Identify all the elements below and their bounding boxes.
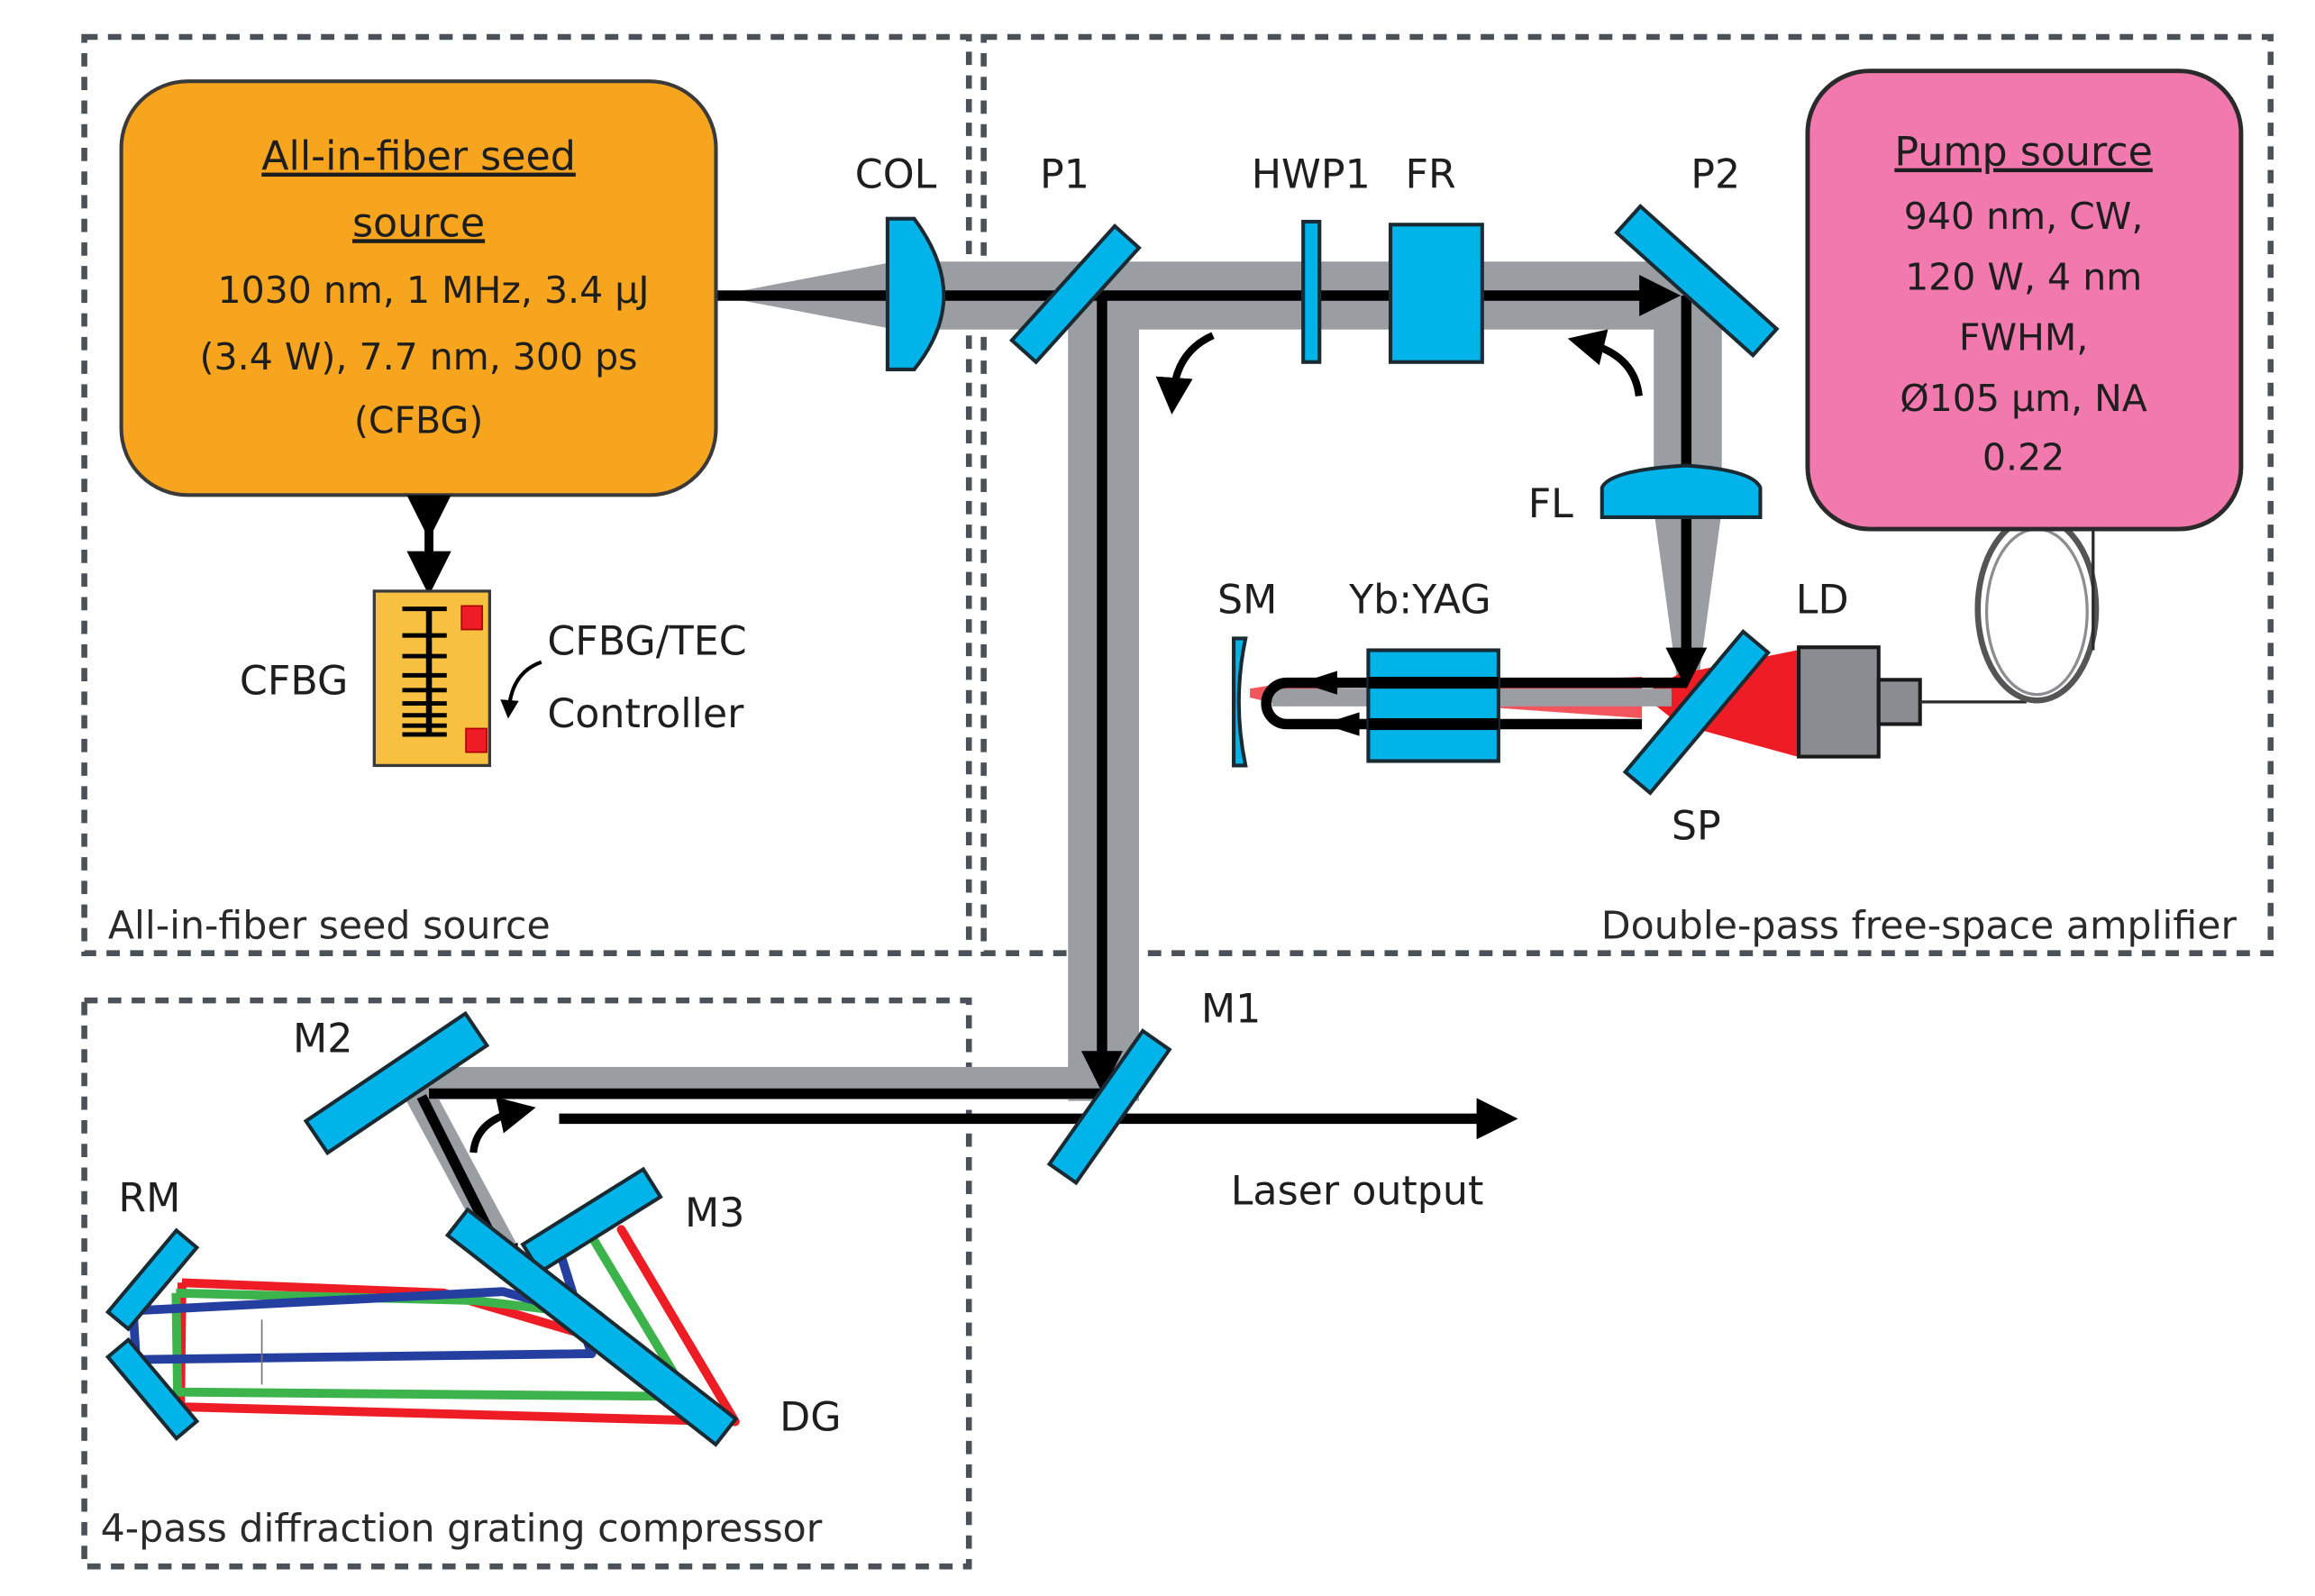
m1-label: M1: [1201, 987, 1261, 1033]
ybyag-crystal: [1366, 648, 1500, 763]
ybyag-label: Yb:YAG: [1348, 578, 1491, 624]
polarizer-p2: [1614, 204, 1780, 359]
cfbg-controller-label-1: CFBG/TEC: [547, 618, 746, 664]
compressor-beams: [128, 1225, 740, 1427]
rm-label: RM: [118, 1176, 180, 1222]
polarization-arrow-3: [469, 1097, 536, 1154]
seed-title-line1: All-in-fiber seed: [261, 134, 576, 180]
seed-spec-line1: 1030 nm, 1 MHz, 3.4 µJ: [218, 269, 650, 312]
polarization-arrow-2: [1567, 329, 1643, 397]
laser-output-label: Laser output: [1231, 1168, 1484, 1214]
controller-pointer-arrow: [500, 660, 542, 719]
focusing-lens: [1600, 463, 1763, 519]
fr-label: FR: [1405, 151, 1455, 197]
seed-title-line2: source: [352, 200, 485, 246]
amplifier-section-frame: [980, 33, 2274, 956]
half-wave-plate: [1301, 219, 1322, 364]
cfbg-label: CFBG: [240, 659, 348, 705]
seed-spec-line2: (3.4 W), 7.7 nm, 300 ps: [200, 335, 638, 378]
green-wavelength-path: [171, 1236, 693, 1401]
p1-label: P1: [1040, 151, 1089, 197]
pump-source-box: [1805, 68, 2244, 532]
seed-spec-line3: (CFBG): [354, 398, 483, 442]
pump-spec-line1: 940 nm, CW,: [1904, 195, 2144, 238]
loop-arrow-right: [1322, 712, 1360, 736]
pump-title: Pump source: [1894, 130, 2153, 176]
spherical-mirror: [1231, 636, 1248, 768]
mirror-m2: [303, 1010, 490, 1156]
seed-section-label: All-in-fiber seed source: [108, 903, 551, 948]
seed-source-box: [119, 79, 718, 497]
roof-mirror-lower: [105, 1336, 200, 1442]
collimator-lens: [885, 216, 946, 372]
ld-label: LD: [1796, 578, 1849, 624]
fiber-coil-icon: [1974, 514, 2100, 704]
polarizer-p1: [1008, 223, 1142, 365]
ybyag-beam-overlay-2: [1368, 717, 1499, 731]
sm-label: SM: [1217, 578, 1277, 624]
pump-spec-line5: 0.22: [1982, 435, 2064, 479]
diffraction-grating: [444, 1207, 739, 1447]
polarization-arrow-1: [1155, 332, 1215, 415]
hwp1-label: HWP1: [1252, 151, 1371, 197]
m2-label: M2: [293, 1017, 352, 1062]
roof-mirror-upper: [105, 1227, 200, 1332]
mirror-m1: [1046, 1028, 1172, 1186]
sp-label: SP: [1672, 803, 1721, 849]
m3-label: M3: [685, 1190, 744, 1236]
col-label: COL: [855, 151, 937, 197]
compressor-section-frame: [81, 997, 972, 1570]
fiber-coil-inner: [1984, 527, 2089, 697]
loop-arrow-left: [1299, 670, 1337, 695]
compressor-section-label: 4-pass diffraction grating compressor: [101, 1506, 823, 1551]
pump-spec-line4: Ø105 µm, NA: [1900, 377, 2147, 420]
laser-diode-body: [1797, 645, 1881, 759]
tec-pad-bottom: [465, 727, 488, 753]
p2-label: P2: [1691, 151, 1740, 197]
pump-spec-line2: 120 W, 4 nm: [1905, 255, 2142, 298]
faraday-rotator: [1388, 223, 1484, 364]
fl-label: FL: [1528, 481, 1573, 527]
cfbg-controller-label-2: Controller: [547, 691, 744, 737]
amp-double-pass-loop: [1261, 677, 1687, 730]
laser-diode-connector: [1876, 678, 1922, 726]
pump-spec-line3: FWHM,: [1959, 316, 2088, 360]
ybyag-beam-overlay: [1368, 677, 1499, 689]
dg-label: DG: [779, 1394, 841, 1440]
amplifier-section-label: Double-pass free-space amplifier: [1601, 903, 2238, 948]
cfbg-module: [372, 589, 491, 768]
tec-pad-top: [460, 605, 483, 631]
separator-mirror-sp: [1622, 629, 1771, 796]
